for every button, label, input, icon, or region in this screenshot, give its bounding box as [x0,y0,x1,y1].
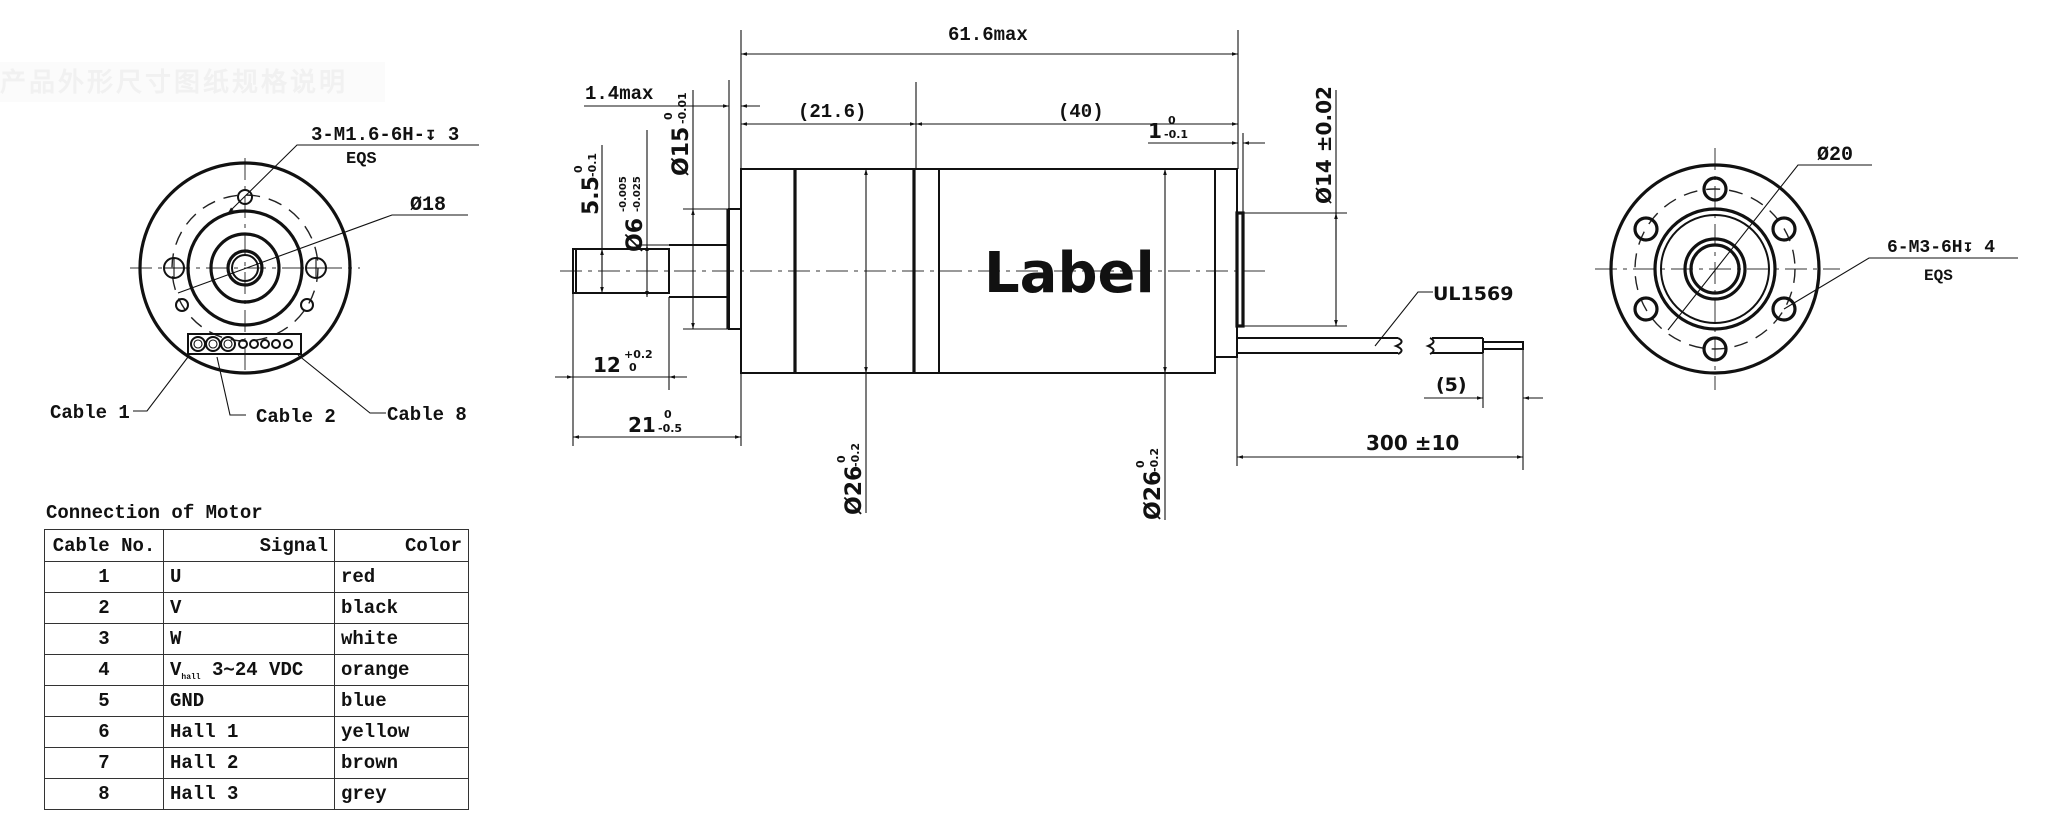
svg-text:-0.2: -0.2 [849,443,862,467]
dim-flat: 5.5 0 -0.1 [572,153,604,215]
thread-note-left: EQS [346,150,377,169]
svg-text:+0.2: +0.2 [624,348,653,361]
svg-text:-0.1: -0.1 [586,153,599,177]
svg-text:0: 0 [1168,114,1176,127]
left-end-view: 3-M1.6-6H-↧ 3 EQS Ø18 Cable 1 Cable 2 Ca… [50,124,479,428]
svg-text:-0.025: -0.025 [632,176,643,212]
svg-text:-0.01: -0.01 [676,92,689,124]
dim-section-b: (40) [1058,101,1104,123]
dim-section-a: (21.6) [798,101,866,123]
svg-text:-0.2: -0.2 [1148,448,1161,472]
dim-rear-boss-dia: Ø14 ±0.02 [1312,86,1336,204]
dim-shaft-dia: Ø6 -0.005 -0.025 [618,176,648,252]
table-row: 2 V black [44,592,469,624]
svg-text:-0.005: -0.005 [618,176,629,212]
connection-table: Cable No. Signal Color 1 U red 2 V black… [44,529,469,810]
svg-text:5.5: 5.5 [579,176,604,215]
diameter-callout-18: Ø18 [410,194,446,217]
svg-text:0: 0 [835,455,848,463]
svg-text:0: 0 [629,361,637,374]
svg-text:0: 0 [572,165,585,173]
dim-body-dia-1: Ø26 0 -0.2 [835,443,867,515]
svg-text:Ø15: Ø15 [669,127,694,176]
table-row: 5 GND blue [44,685,469,717]
dim-overall-length: 61.6max [948,24,1028,46]
side-view: Label 61.6max 1.4max (21.6) (40) 1 0 -0.… [555,24,1543,520]
connection-table-title: Connection of Motor [46,502,263,524]
svg-text:-0.5: -0.5 [658,422,682,435]
svg-text:21: 21 [628,413,656,437]
dim-pilot-dia: Ø15 0 -0.01 [662,92,694,176]
svg-text:12: 12 [593,353,621,377]
table-row: 4 Vhall 3∼24 VDC orange [44,654,469,686]
header-color: Color [334,529,469,562]
thread-callout-right: 6-M3-6H↧ 4 [1887,238,1995,258]
svg-text:Ø26: Ø26 [842,466,867,515]
table-row: 8 Hall 3 grey [44,778,469,810]
dim-flange-thickness: 1.4max [585,83,653,105]
svg-text:Ø26: Ø26 [1141,471,1166,520]
dim-rear-step: 1 0 -0.1 [1148,114,1188,143]
svg-text:0: 0 [664,408,672,421]
dim-strip-length: (5) [1436,374,1467,396]
cable-2-label: Cable 2 [256,406,336,428]
thread-callout-left: 3-M1.6-6H-↧ 3 [311,124,459,146]
threaded-hole-icon [1633,176,1797,362]
svg-text:1: 1 [1148,119,1162,143]
dim-cable-length: 300 ±10 [1366,431,1459,455]
diameter-callout-20: Ø20 [1817,144,1853,167]
header-cable-no: Cable No. [44,529,164,562]
table-header-row: Cable No. Signal Color [44,529,469,562]
table-row: 1 U red [44,561,469,593]
connector-icon [187,333,302,355]
svg-text:-0.1: -0.1 [1164,128,1188,141]
thread-note-right: EQS [1924,267,1953,285]
signal-vhall-cell: Vhall 3∼24 VDC [163,654,335,686]
cable-8-label: Cable 8 [387,404,467,426]
table-row: 7 Hall 2 brown [44,747,469,779]
svg-text:Ø6: Ø6 [623,218,648,252]
right-end-view: Ø20 6-M3-6H↧ 4 EQS [1595,144,2018,390]
dim-body-dia-2: Ø26 0 -0.2 [1134,448,1166,520]
svg-text:0: 0 [1134,460,1147,468]
mounting-hole-icon [163,189,327,312]
svg-text:0: 0 [662,112,675,120]
watermark-band: 产品外形尺寸图纸规格说明 [0,62,385,102]
cable-type-label: UL1569 [1433,283,1513,305]
dim-shaft-length: 21 0 -0.5 [628,408,682,437]
motor-label: Label [984,241,1155,306]
table-row: 6 Hall 1 yellow [44,716,469,748]
table-row: 3 W white [44,623,469,655]
cable-1-label: Cable 1 [50,402,130,424]
dim-flat-length: 12 +0.2 0 [593,348,653,377]
watermark-text: 产品外形尺寸图纸规格说明 [0,68,349,98]
header-signal: Signal [163,529,335,562]
